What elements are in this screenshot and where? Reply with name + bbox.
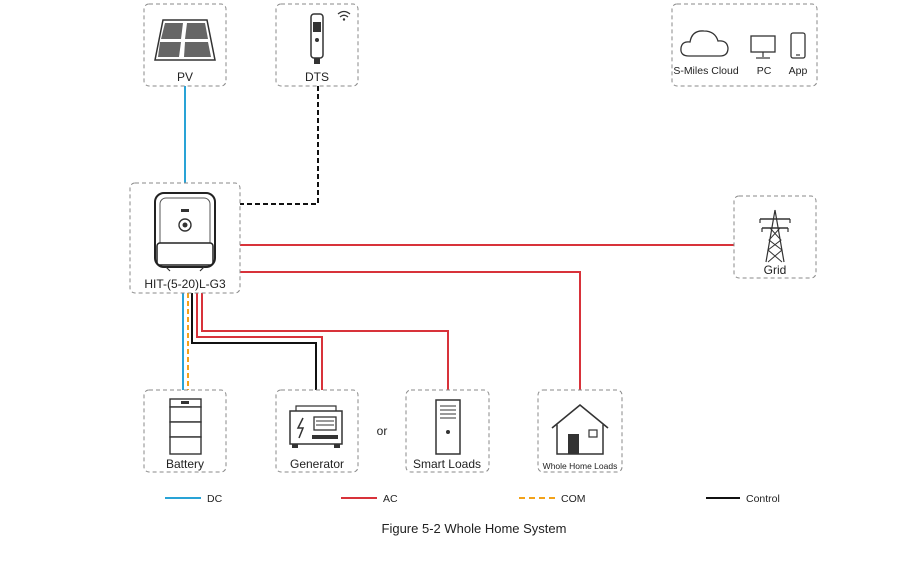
generator-node: Generator bbox=[275, 389, 359, 473]
grid-node: Grid bbox=[733, 195, 817, 279]
generator-ac-line bbox=[196, 293, 323, 390]
cabinet-icon bbox=[435, 399, 461, 455]
legend-ac: AC bbox=[341, 493, 398, 505]
pc-label: PC bbox=[757, 65, 772, 77]
legend-control: Control bbox=[706, 493, 780, 505]
house-icon bbox=[551, 403, 609, 455]
grid-label: Grid bbox=[764, 263, 787, 277]
dongle-icon bbox=[310, 13, 324, 64]
svg-text:DC: DC bbox=[207, 493, 223, 505]
wifi-icon bbox=[337, 10, 351, 21]
inverter-node: HIT-(5-20)L-G3 bbox=[129, 182, 241, 294]
smart-loads-ac-line bbox=[201, 293, 449, 390]
smart-loads-node: Smart Loads bbox=[405, 389, 490, 473]
cloud-icon bbox=[680, 30, 729, 57]
battery-icon bbox=[169, 398, 202, 455]
legend: DC AC COM Control bbox=[165, 493, 780, 505]
battery-label: Battery bbox=[166, 457, 204, 471]
smart-loads-label: Smart Loads bbox=[413, 457, 481, 471]
whole-home-loads-node: Whole Home Loads bbox=[537, 389, 623, 473]
monitoring-node: S-Miles Cloud PC App bbox=[671, 3, 818, 87]
app-label: App bbox=[789, 65, 808, 77]
home-loads-ac-line bbox=[240, 271, 581, 390]
svg-text:AC: AC bbox=[383, 493, 398, 505]
generator-icon bbox=[289, 405, 343, 448]
inverter-icon bbox=[154, 192, 216, 272]
whole-home-loads-label: Whole Home Loads bbox=[543, 461, 618, 471]
cloud-label: S-Miles Cloud bbox=[673, 65, 739, 77]
connections bbox=[182, 86, 734, 390]
dts-node: DTS bbox=[275, 3, 359, 87]
legend-dc: DC bbox=[165, 493, 223, 505]
pv-node: PV bbox=[143, 3, 227, 87]
phone-icon bbox=[790, 32, 806, 59]
dts-com-line bbox=[240, 86, 319, 205]
dts-label: DTS bbox=[305, 70, 329, 84]
pc-icon bbox=[750, 35, 776, 59]
svg-text:Control: Control bbox=[746, 493, 780, 505]
or-label: or bbox=[377, 424, 388, 438]
solar-panel-icon bbox=[154, 19, 216, 61]
figure-caption: Figure 5-2 Whole Home System bbox=[382, 521, 567, 536]
inverter-label: HIT-(5-20)L-G3 bbox=[144, 277, 226, 291]
pylon-icon bbox=[759, 209, 791, 263]
generator-control-line bbox=[191, 293, 317, 390]
pv-label: PV bbox=[177, 70, 193, 84]
generator-label: Generator bbox=[290, 457, 344, 471]
legend-com: COM bbox=[519, 493, 586, 505]
battery-node: Battery bbox=[143, 389, 227, 473]
svg-text:COM: COM bbox=[561, 493, 586, 505]
